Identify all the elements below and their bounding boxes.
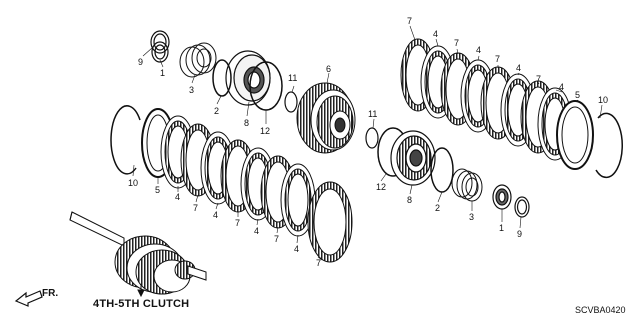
piston-8-bottom: [390, 130, 436, 186]
callout-7-l2: 7: [235, 218, 240, 228]
snap-ring-9-top: [150, 30, 170, 54]
callout-labels: 9 1 3 2 8 12 11 6 11 7 4 7 4 7 4 7 4 5 1…: [128, 16, 608, 268]
snap-ring-10-left: [110, 105, 141, 175]
washer-1-top: [151, 41, 169, 63]
callout-6: 6: [326, 64, 331, 74]
callout-7-l4: 7: [316, 258, 321, 268]
callout-8-top: 8: [244, 118, 249, 128]
seal-11-top: [284, 91, 298, 113]
callout-4-l1: 4: [175, 192, 180, 202]
callout-3-top: 3: [189, 85, 194, 95]
seal-11-right: [365, 127, 379, 149]
caption-pointer: [137, 284, 145, 298]
callout-11-right: 11: [368, 109, 377, 119]
callout-12-bottom: 12: [376, 182, 386, 192]
callout-4-r3: 4: [516, 63, 521, 73]
leader-lines: [132, 25, 603, 261]
callout-7-r3: 7: [495, 54, 500, 64]
clutch-drum-6: [296, 82, 356, 154]
callout-12-top: 12: [260, 126, 270, 136]
callout-1-bottom: 1: [499, 223, 504, 233]
snap-ring-10-right: [595, 112, 623, 179]
callout-7-l1: 7: [193, 203, 198, 213]
diagram-code: SCVBA0420: [575, 305, 626, 315]
diagram-caption: 4TH-5TH CLUTCH: [93, 298, 189, 310]
snap-ring-9-bottom: [514, 196, 530, 218]
callout-7-r1: 7: [407, 16, 412, 26]
spring-3-bottom: [451, 168, 483, 202]
spring-3-top: [179, 42, 217, 78]
callout-9-bottom: 9: [517, 229, 522, 239]
callout-7-r2: 7: [454, 38, 459, 48]
callout-4-l2: 4: [213, 210, 218, 220]
piston-8-top: [225, 50, 271, 106]
disc-stack-lower-left: [141, 108, 353, 263]
callout-3-bottom: 3: [469, 212, 474, 222]
callout-7-r4: 7: [536, 74, 541, 84]
front-direction-label: FR.: [42, 288, 58, 299]
callout-4-r4: 4: [559, 82, 564, 92]
o-ring-2-top: [212, 59, 232, 97]
callout-4-l4: 4: [294, 244, 299, 254]
callout-4-r2: 4: [476, 45, 481, 55]
callout-10-right: 10: [598, 95, 608, 105]
o-ring-2-bottom: [430, 147, 454, 193]
callout-9-top: 9: [138, 57, 143, 67]
callout-4-r1: 4: [433, 29, 438, 39]
callout-5-left: 5: [155, 185, 160, 195]
callout-8-bottom: 8: [407, 195, 412, 205]
callout-1-top: 1: [160, 68, 165, 78]
front-direction-arrow-icon: [14, 290, 43, 307]
shaft-assembly: [69, 211, 207, 295]
callout-5-right: 5: [575, 90, 580, 100]
callout-2-top: 2: [214, 106, 219, 116]
callout-7-l3: 7: [274, 234, 279, 244]
callout-10-left: 10: [128, 178, 138, 188]
callout-2-bottom: 2: [435, 203, 440, 213]
disc-stack-upper-right: [400, 38, 594, 170]
callout-11-top: 11: [288, 73, 297, 83]
washer-1-bottom: [492, 184, 512, 210]
callout-4-l3: 4: [254, 226, 259, 236]
